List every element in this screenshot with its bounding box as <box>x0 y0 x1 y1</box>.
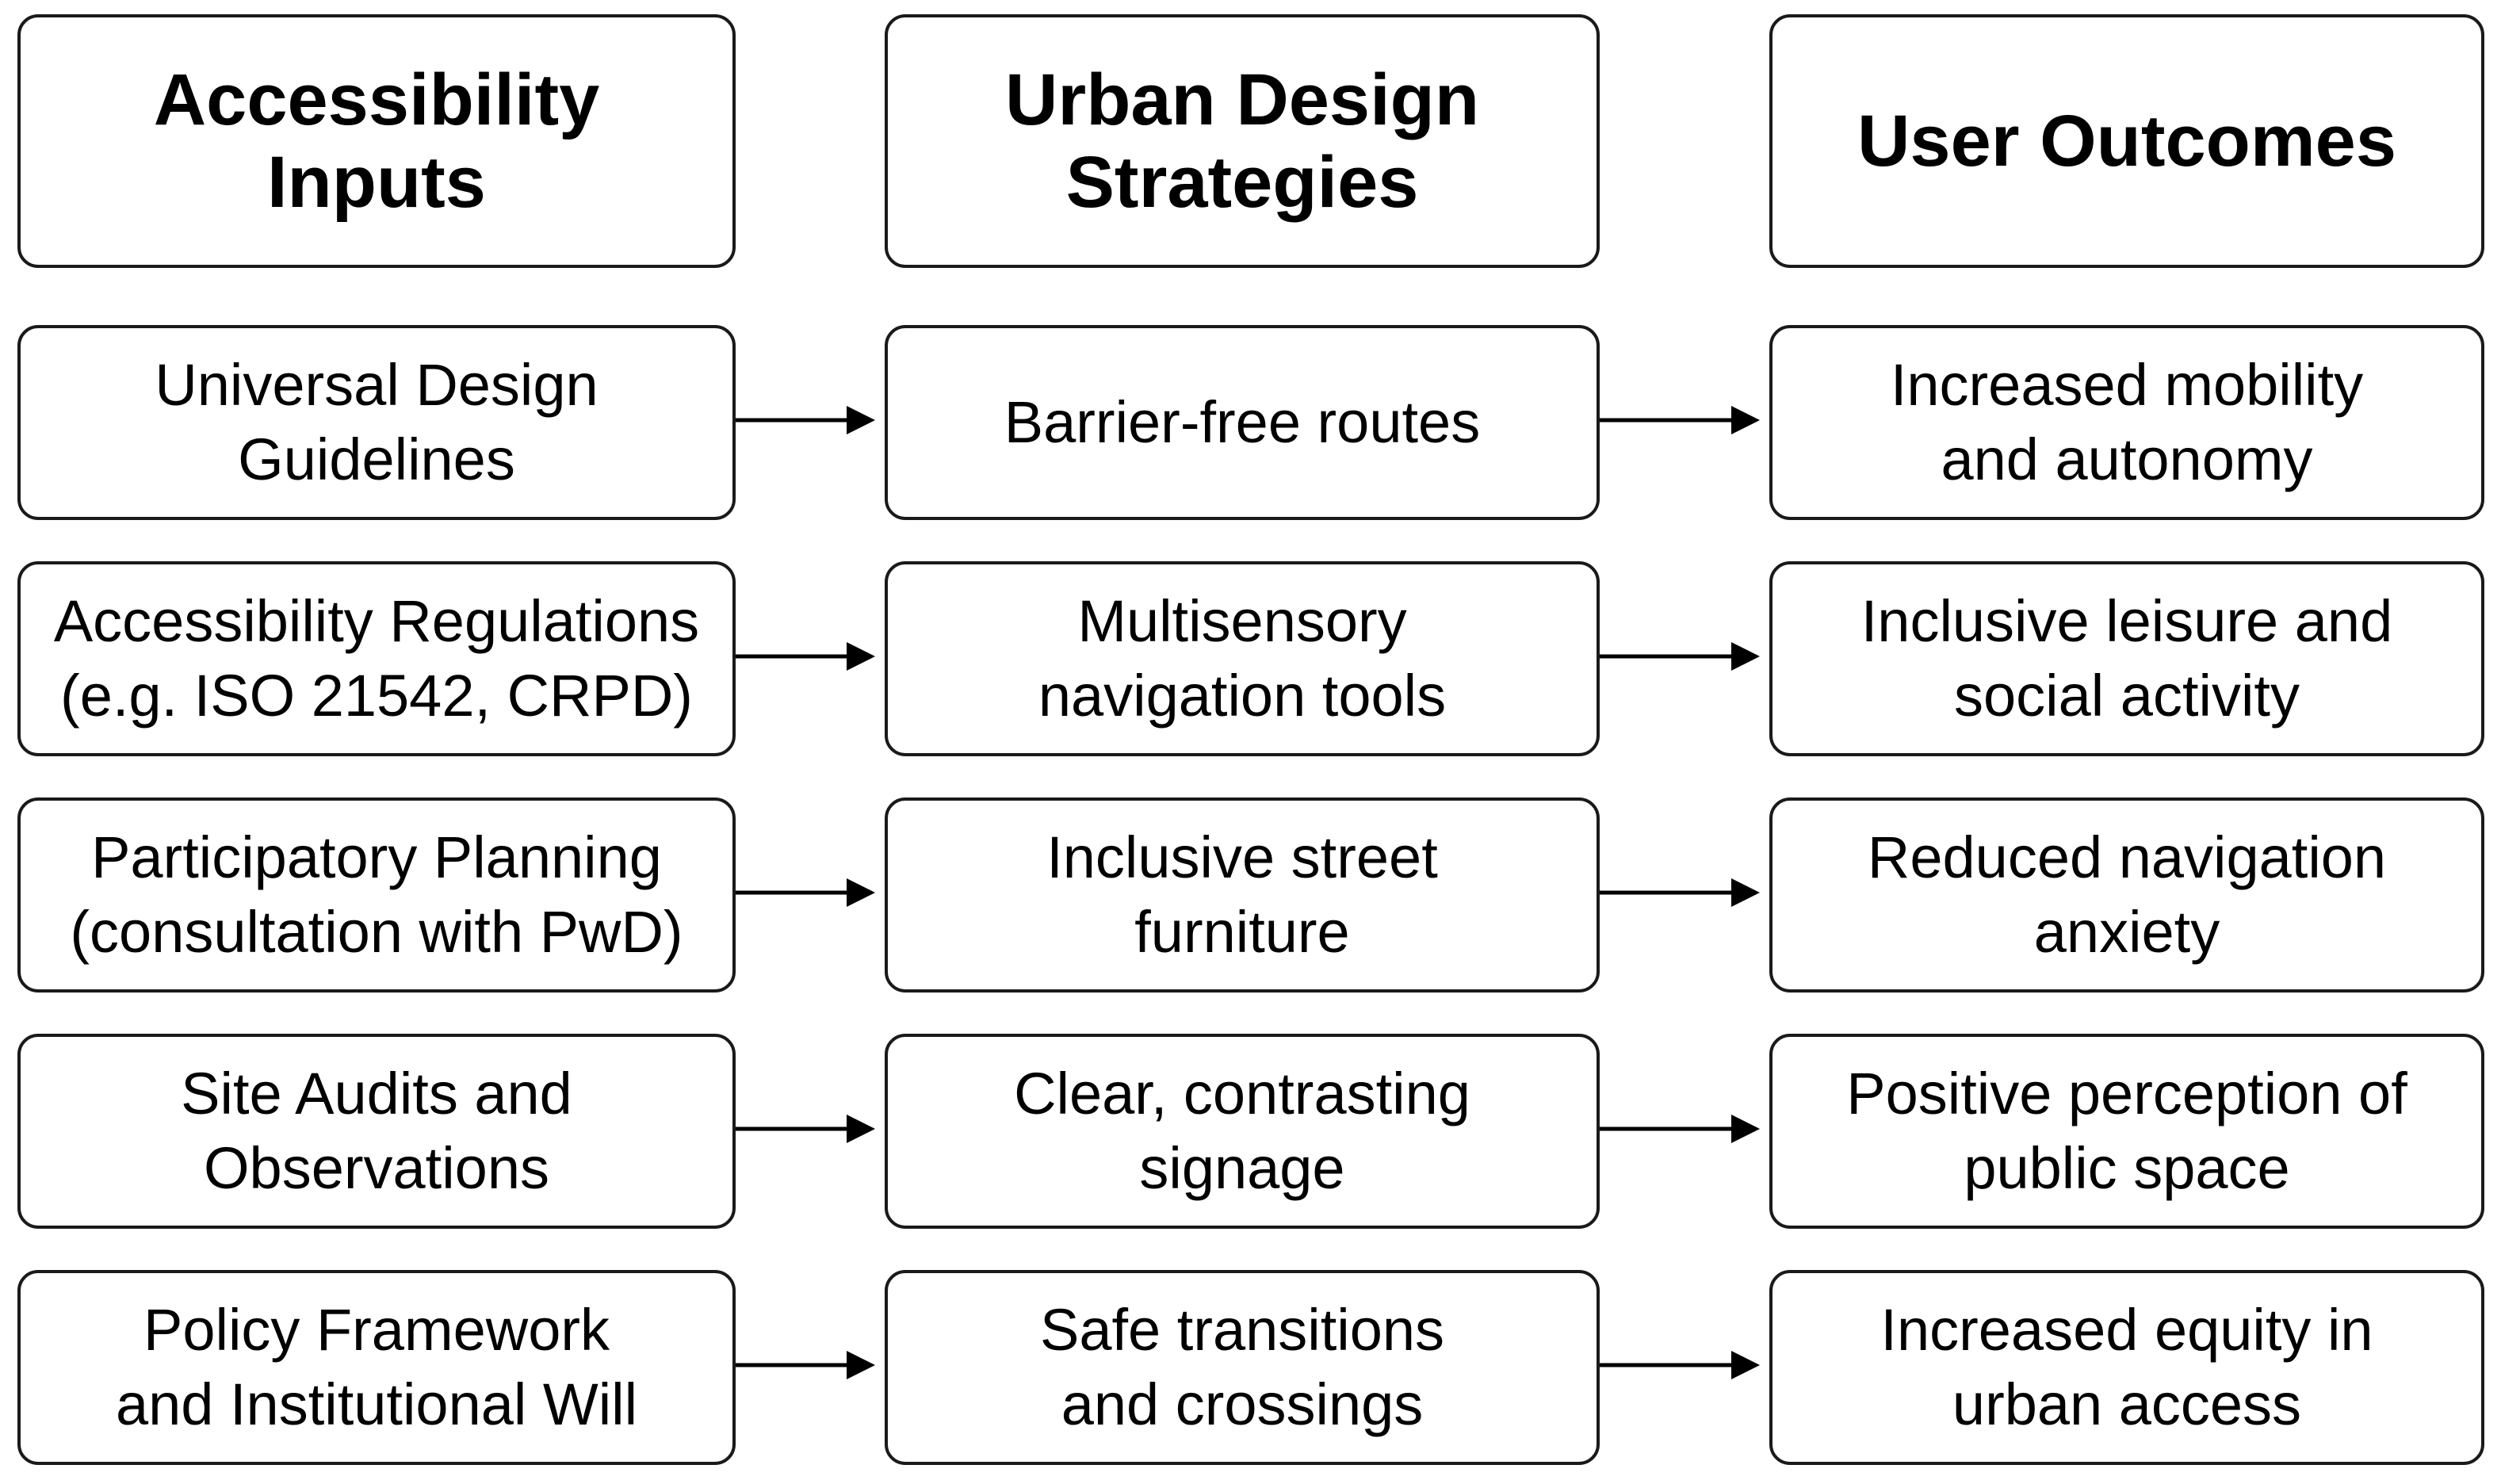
outcome-box: Increased equity in urban access <box>1769 1270 2484 1465</box>
strategy-label: Barrier-free routes <box>1004 389 1481 455</box>
input-label: Site Audits and Observations <box>181 1061 572 1201</box>
strategy-label: Inclusive street furniture <box>1046 824 1438 965</box>
header-urban-design-strategies: Urban Design Strategies <box>885 14 1600 268</box>
input-box: Universal Design Guidelines <box>17 325 736 520</box>
input-box: Accessibility Regulations (e.g. ISO 2154… <box>17 561 736 756</box>
input-label: Participatory Planning (consultation wit… <box>70 824 683 965</box>
outcome-label: Reduced navigation anxiety <box>1867 824 2387 965</box>
arrow-strategy-to-outcome-row-4 <box>1600 1115 1760 1143</box>
header-accessibility-inputs: Accessibility Inputs <box>17 14 736 268</box>
arrow-strategy-to-outcome-row-2 <box>1600 642 1760 671</box>
strategy-box: Inclusive street furniture <box>885 797 1600 993</box>
outcome-label: Positive perception of public space <box>1846 1061 2407 1201</box>
outcome-box: Inclusive leisure and social activity <box>1769 561 2484 756</box>
outcome-box: Increased mobility and autonomy <box>1769 325 2484 520</box>
input-label: Policy Framework and Institutional Will <box>115 1297 638 1437</box>
strategy-box: Barrier-free routes <box>885 325 1600 520</box>
outcome-label: Increased mobility and autonomy <box>1890 352 2364 492</box>
header-user-outcomes-label: User Outcomes <box>1857 101 2397 182</box>
header-urban-design-strategies-label: Urban Design Strategies <box>1004 59 1480 223</box>
outcome-box: Reduced navigation anxiety <box>1769 797 2484 993</box>
outcome-box: Positive perception of public space <box>1769 1034 2484 1229</box>
strategy-label: Clear, contrasting signage <box>1014 1061 1470 1201</box>
strategy-box: Clear, contrasting signage <box>885 1034 1600 1229</box>
input-box: Site Audits and Observations <box>17 1034 736 1229</box>
arrow-strategy-to-outcome-row-1 <box>1600 406 1760 434</box>
arrow-input-to-strategy-row-3 <box>736 878 875 907</box>
arrow-input-to-strategy-row-1 <box>736 406 875 434</box>
input-label: Universal Design Guidelines <box>155 352 598 492</box>
arrow-input-to-strategy-row-2 <box>736 642 875 671</box>
strategy-label: Multisensory navigation tools <box>1038 588 1447 729</box>
arrow-strategy-to-outcome-row-5 <box>1600 1351 1760 1379</box>
arrow-input-to-strategy-row-4 <box>736 1115 875 1143</box>
input-label: Accessibility Regulations (e.g. ISO 2154… <box>53 588 700 729</box>
outcome-label: Increased equity in urban access <box>1880 1297 2373 1437</box>
header-user-outcomes: User Outcomes <box>1769 14 2484 268</box>
outcome-label: Inclusive leisure and social activity <box>1860 588 2393 729</box>
input-box: Participatory Planning (consultation wit… <box>17 797 736 993</box>
arrow-strategy-to-outcome-row-3 <box>1600 878 1760 907</box>
input-box: Policy Framework and Institutional Will <box>17 1270 736 1465</box>
header-accessibility-inputs-label: Accessibility Inputs <box>153 59 600 223</box>
strategy-box: Safe transitions and crossings <box>885 1270 1600 1465</box>
strategy-box: Multisensory navigation tools <box>885 561 1600 756</box>
arrow-input-to-strategy-row-5 <box>736 1351 875 1379</box>
strategy-label: Safe transitions and crossings <box>1039 1297 1445 1437</box>
